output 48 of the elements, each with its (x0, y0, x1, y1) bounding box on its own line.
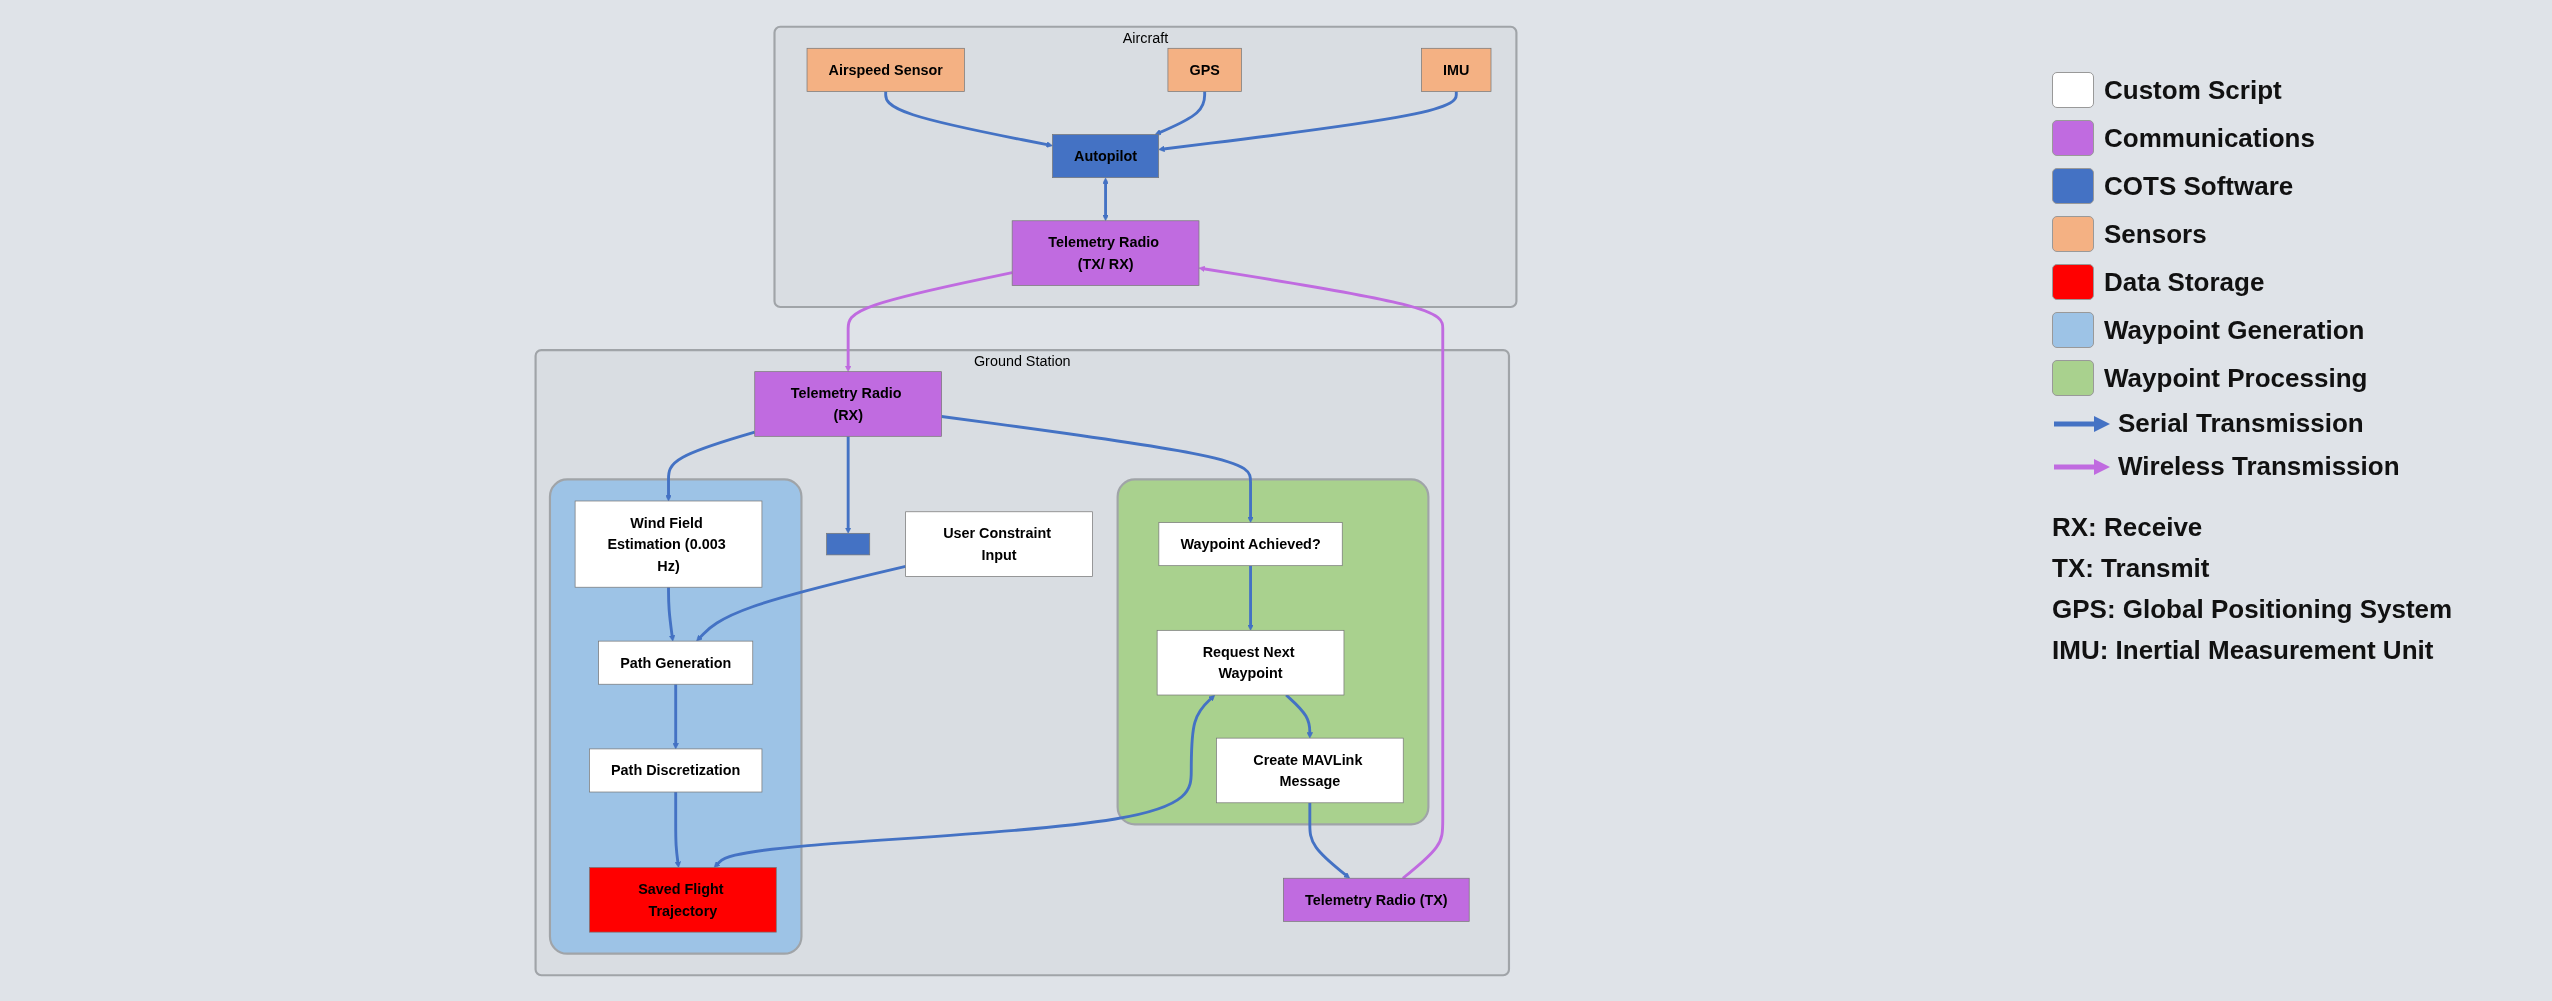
arrow (1158, 90, 1458, 152)
legend-text: Serial Transmission (2118, 408, 2364, 439)
arrow (1198, 265, 1445, 879)
legend-text: Data Storage (2104, 266, 2265, 298)
node-box: Request Next Waypoint (1156, 629, 1345, 695)
node-box: Path Generation (598, 640, 754, 685)
legend-text: COTS Software (2104, 170, 2294, 202)
node-box: Telemetry Radio (TX) (1283, 877, 1470, 922)
node-box: Saved Flight Trajectory (589, 866, 777, 932)
arrow (1154, 90, 1207, 135)
node-box: Telemetry Radio (TX/ RX) (1011, 219, 1200, 286)
node-box: User Constraint Input (905, 510, 1093, 577)
node-box: Create MAVLink Message (1216, 737, 1404, 803)
abbreviation-note: GPS: Global Positioning System (2052, 594, 2454, 625)
legend-text: Custom Script (2104, 74, 2282, 106)
node-box: GPS (1167, 47, 1242, 92)
legend-text: Wireless Transmission (2118, 451, 2400, 482)
arrow (845, 435, 852, 534)
node-box: Path Discretization (589, 748, 763, 792)
node-box: Wind Field Estimation (0.003 Hz) (574, 500, 763, 588)
node-box: IMU (1421, 47, 1492, 92)
arrow (665, 430, 756, 501)
arrow (1285, 693, 1313, 738)
legend-text: Waypoint Generation (2104, 314, 2365, 346)
arrow (941, 414, 1254, 523)
arrow (1102, 177, 1109, 221)
abbreviation-note: TX: Transmit (2052, 553, 2211, 584)
node-box: Telemetry Radio (RX) (754, 370, 942, 437)
arrow (845, 270, 1013, 372)
legend-text: Communications (2104, 122, 2315, 154)
arrow (884, 90, 1053, 148)
node-box (826, 532, 871, 555)
abbreviation-note: RX: Receive (2052, 512, 2204, 543)
abbreviation-note: IMU: Inertial Measurement Unit (2052, 635, 2435, 666)
arrow (1308, 802, 1350, 879)
arrow (1247, 565, 1254, 631)
arrow (667, 586, 676, 641)
node-box: Waypoint Achieved? (1158, 521, 1343, 566)
legend-text: Sensors (2104, 218, 2207, 250)
cluster (1116, 477, 1430, 825)
arrow (713, 694, 1216, 868)
node-box: Autopilot (1052, 133, 1159, 178)
arrow (696, 564, 906, 641)
arrow (672, 683, 679, 749)
arrow (674, 791, 681, 868)
legend-text: Waypoint Processing (2104, 362, 2368, 394)
node-box: Airspeed Sensor (806, 47, 965, 92)
cluster (548, 477, 803, 955)
